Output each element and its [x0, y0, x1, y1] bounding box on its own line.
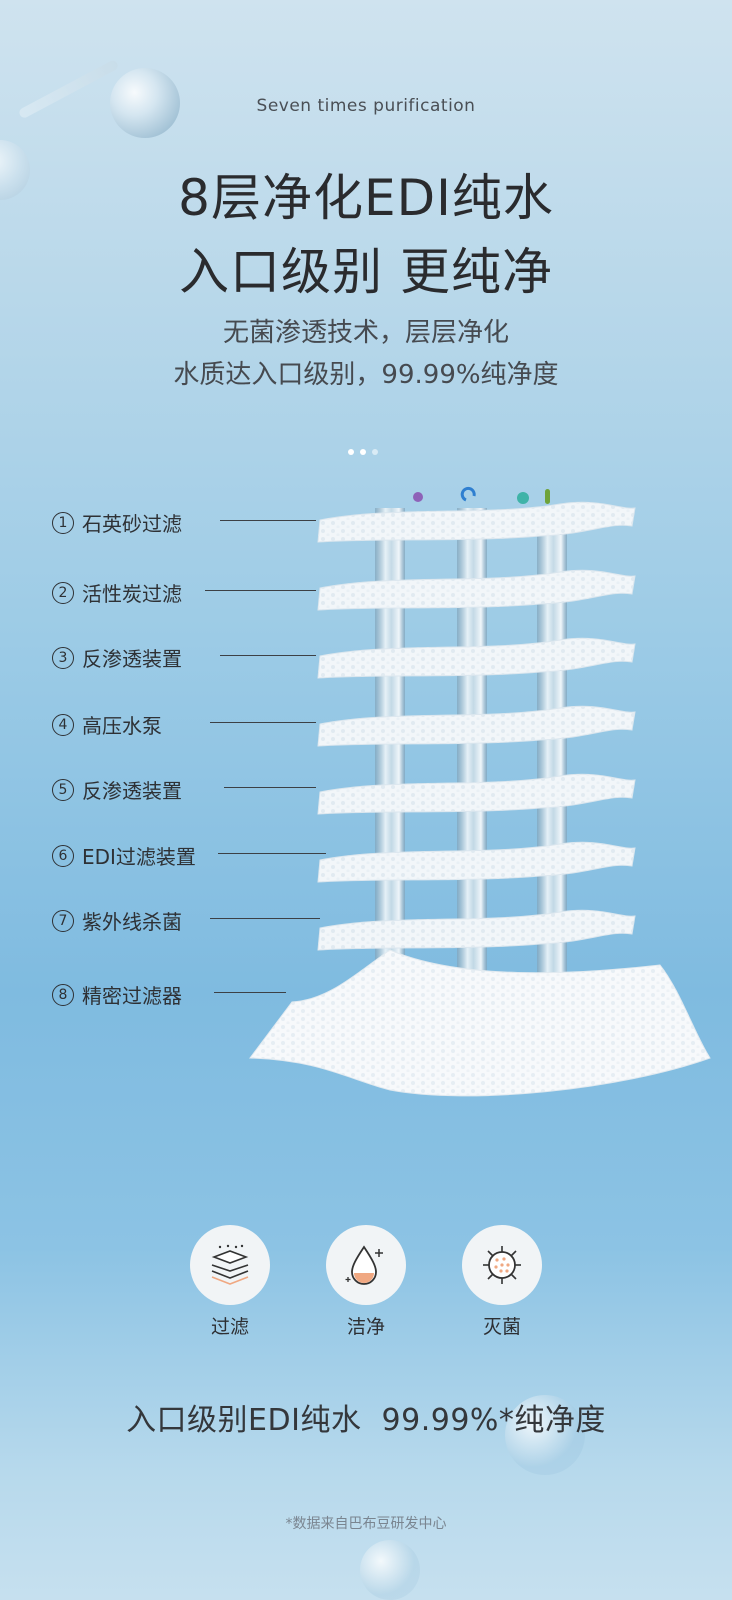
layer-leader-line	[210, 722, 316, 723]
layer-leader-line	[205, 590, 316, 591]
layer-label-8: 8 精密过滤器	[52, 980, 182, 1009]
layer-number-badge: 2	[52, 581, 74, 604]
filter-sheet-texture	[318, 638, 635, 678]
filter-sheet-texture	[318, 570, 635, 610]
layer-number-badge: 5	[52, 778, 74, 801]
filter-sheet-texture	[318, 706, 635, 746]
filter-sheet-texture	[318, 842, 635, 882]
bottom-tagline: 入口级别EDI纯水 99.99%*纯净度	[126, 1403, 606, 1438]
layer-name: 活性炭过滤	[82, 582, 182, 606]
layer-leader-line	[224, 787, 316, 788]
description-line-2: 水质达入口级别，99.99%纯净度	[173, 360, 559, 390]
feature-sterilize-label: 灭菌	[482, 1316, 521, 1338]
layer-number-badge: 8	[52, 983, 74, 1006]
layer-label-3: 3 反渗透装置	[52, 643, 182, 672]
layer-number-badge: 3	[52, 646, 74, 669]
feature-sterilize-circle	[462, 1225, 542, 1305]
layer-name: 精密过滤器	[82, 984, 182, 1008]
footnote: *数据来自巴布豆研发中心	[285, 1516, 447, 1532]
feature-filter-label: 过滤	[210, 1316, 249, 1338]
layer-name: 反渗透装置	[82, 647, 182, 671]
germ-blue-icon	[460, 486, 476, 502]
layer-label-6: 6 EDI过滤装置	[52, 841, 196, 870]
germ-green-icon	[545, 489, 550, 504]
layer-label-7: 7 紫外线杀菌	[52, 906, 182, 935]
headline-line-2: 入口级别 更纯净	[179, 243, 553, 301]
carousel-dot-2[interactable]	[360, 449, 366, 455]
filtration-stack-illustration	[249, 486, 711, 1097]
feature-clean-circle	[326, 1225, 406, 1305]
filter-sheet-texture	[318, 502, 635, 542]
decor-molecule-sphere	[110, 68, 180, 138]
decor-bubble-bottom-left	[360, 1540, 420, 1600]
water-drop-icon	[345, 1245, 383, 1285]
carousel-dot-1[interactable]	[348, 449, 354, 455]
layer-label-1: 1 石英砂过滤	[52, 508, 182, 537]
layer-label-2: 2 活性炭过滤	[52, 578, 182, 607]
layer-name: 反渗透装置	[82, 779, 182, 803]
filter-sheet-texture	[318, 910, 635, 950]
layer-label-5: 5 反渗透装置	[52, 775, 182, 804]
layer-leader-line	[220, 520, 316, 521]
layer-number-badge: 4	[52, 713, 74, 736]
filter-sheets	[249, 501, 711, 1097]
layer-leader-line	[218, 853, 326, 854]
layer-leader-line	[210, 918, 320, 919]
layer-label-4: 4 高压水泵	[52, 710, 162, 739]
carousel-dot-3[interactable]	[372, 449, 378, 455]
layer-name: 高压水泵	[82, 714, 162, 738]
layer-leader-line	[214, 992, 286, 993]
germ-teal-icon	[517, 492, 529, 504]
decor-bubble-bottom	[505, 1395, 585, 1475]
filter-sheet-texture	[318, 774, 635, 814]
feature-clean-label: 洁净	[346, 1316, 385, 1338]
headline-line-1: 8层净化EDI纯水	[178, 169, 554, 227]
carousel-dots[interactable]	[348, 440, 388, 455]
layer-number-badge: 1	[52, 511, 74, 534]
description-line-1: 无菌渗透技术，层层净化	[222, 318, 509, 348]
layer-name: 紫外线杀菌	[82, 910, 182, 934]
layer-name: 石英砂过滤	[82, 512, 182, 536]
layers-filter-icon	[211, 1244, 249, 1285]
feature-filter-circle	[190, 1225, 270, 1305]
layer-name: EDI过滤装置	[82, 845, 196, 869]
germ-purple-icon	[413, 492, 423, 502]
germ-icon	[483, 1246, 521, 1284]
germ-icons	[413, 486, 550, 504]
layer-leader-line	[220, 655, 316, 656]
subtitle-english: Seven times purification	[256, 96, 476, 116]
layer-number-badge: 6	[52, 844, 74, 867]
filter-sheet-texture	[250, 950, 710, 1096]
layer-number-badge: 7	[52, 909, 74, 932]
